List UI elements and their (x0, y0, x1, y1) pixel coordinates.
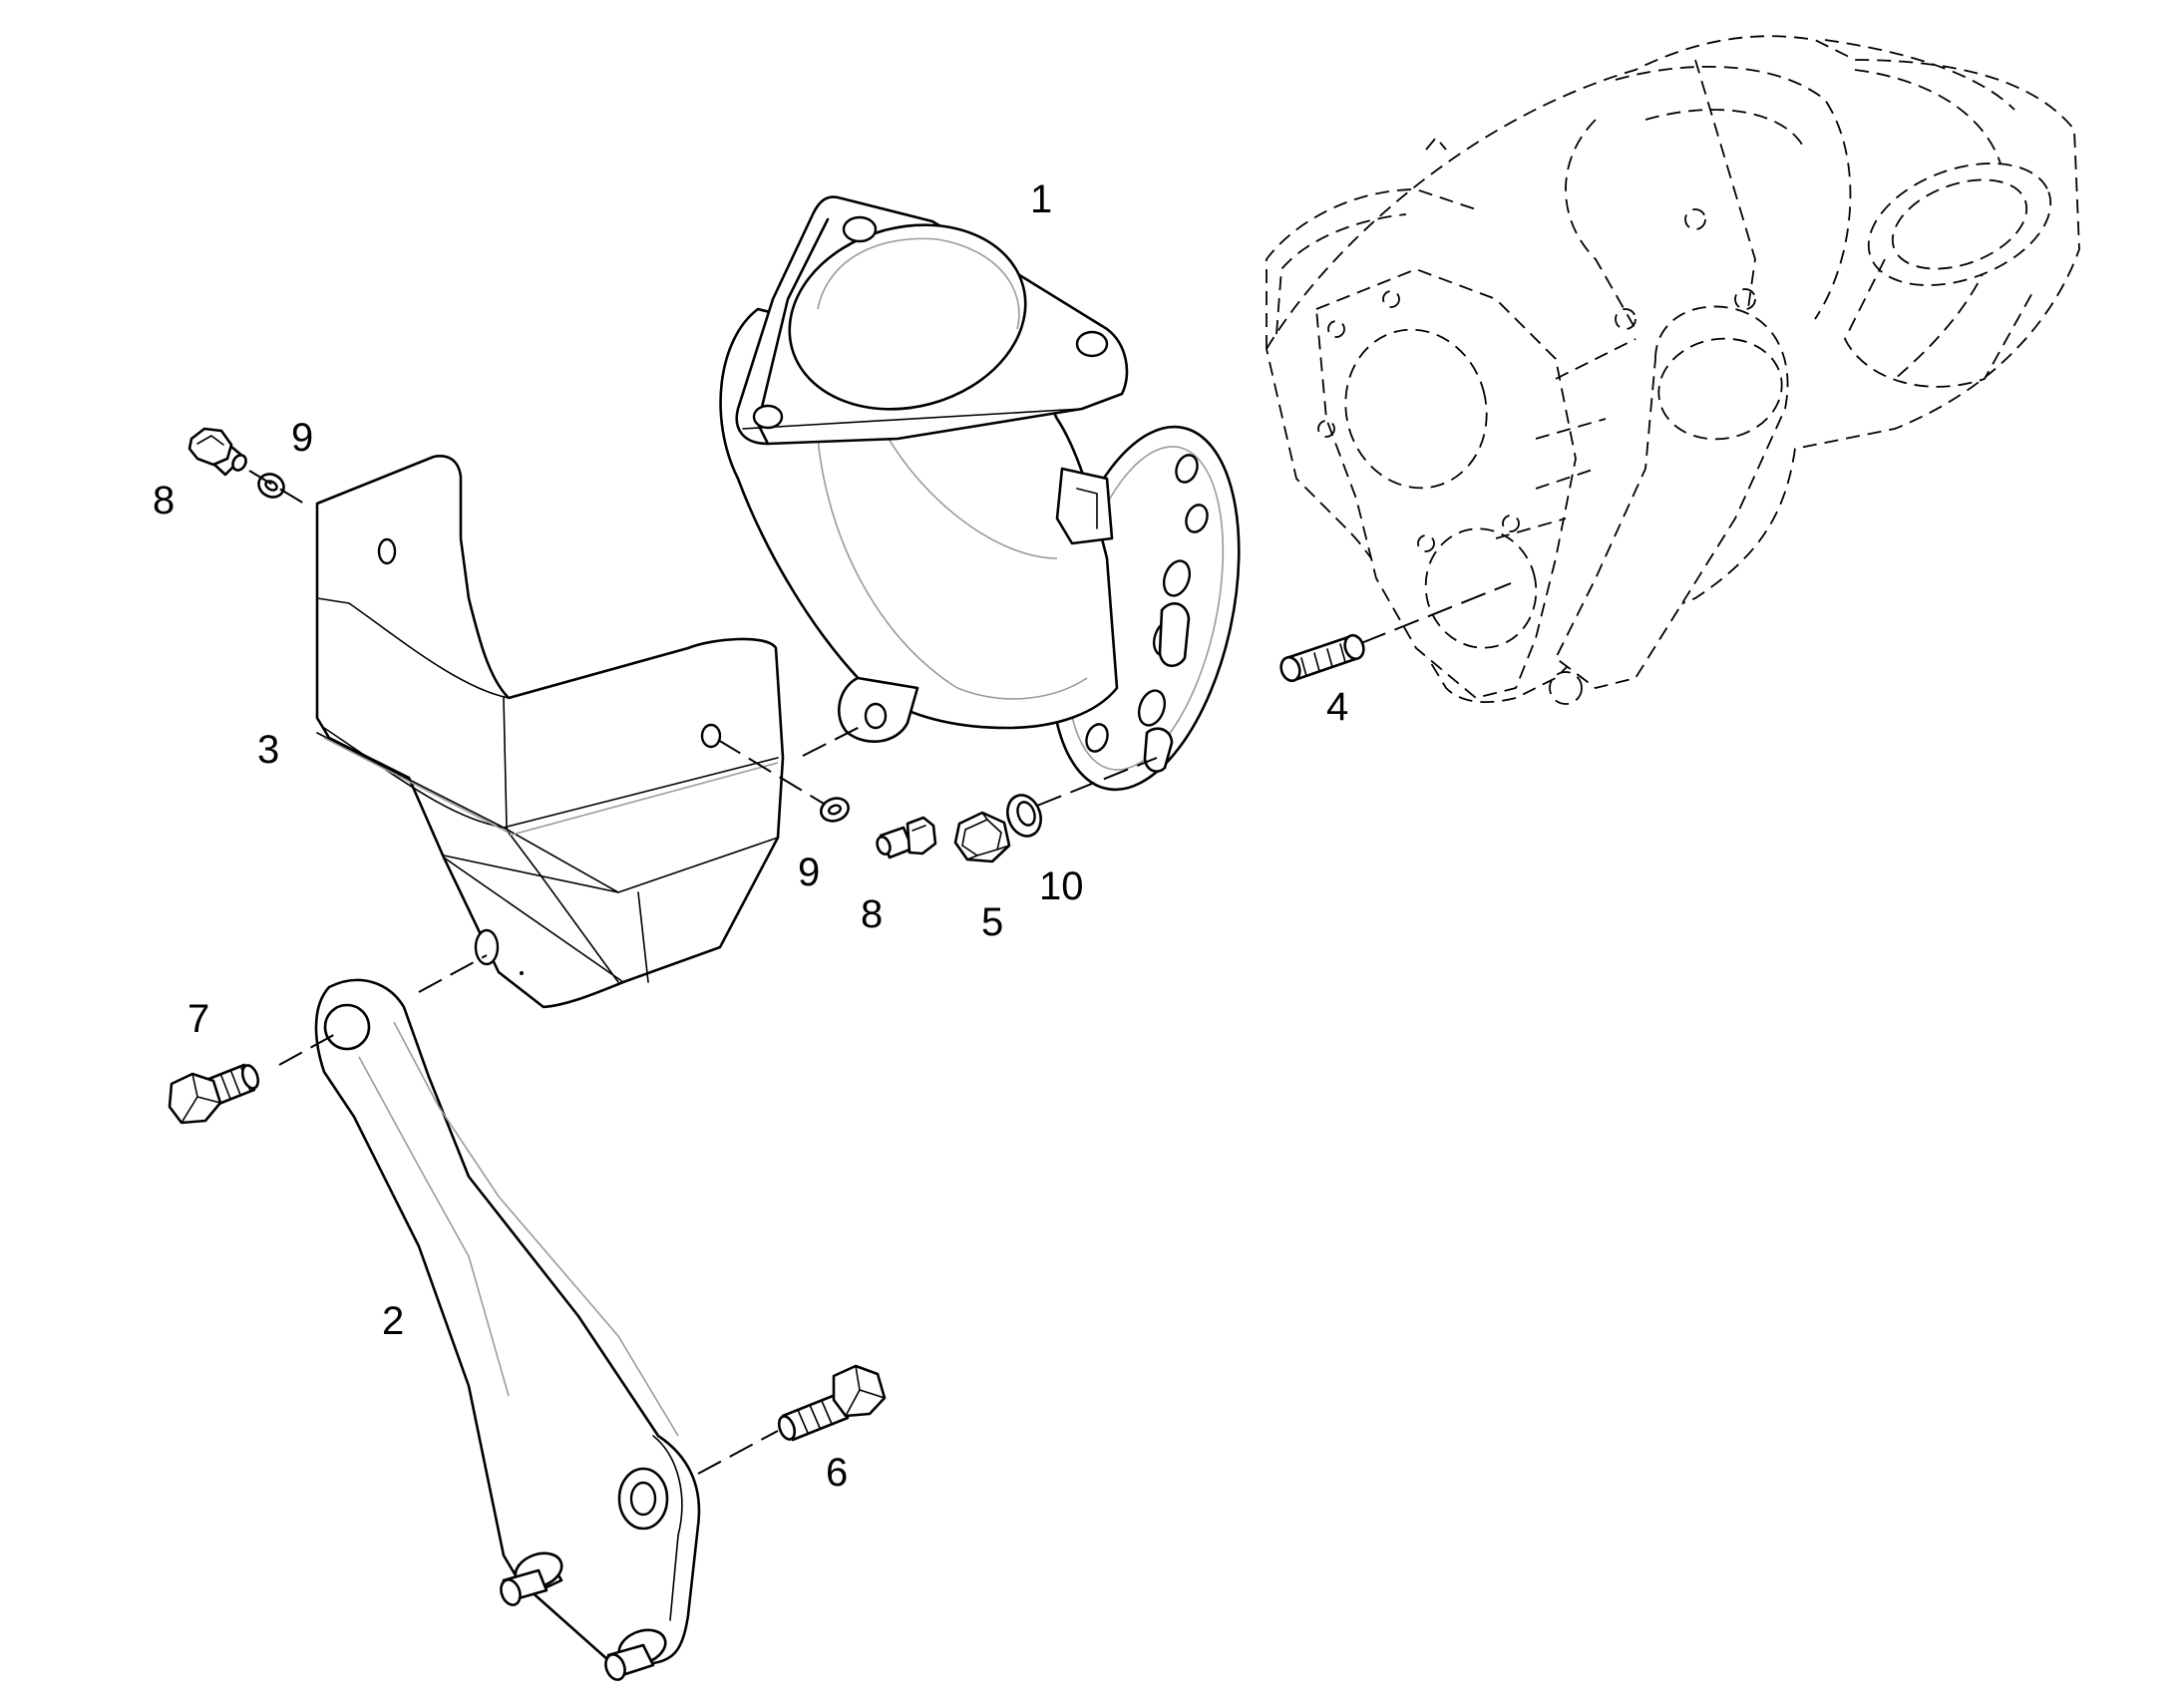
washer-part-9-lower (820, 797, 850, 823)
hex-nut-part-5 (953, 811, 1011, 863)
callout-9-upper: 9 (291, 416, 313, 460)
callout-8-upper: 8 (153, 479, 175, 522)
bolt-part-8-lower (876, 816, 937, 859)
callout-1: 1 (1030, 177, 1052, 221)
callout-4: 4 (1326, 685, 1348, 729)
callout-10: 10 (1039, 864, 1084, 908)
heat-shield-part (315, 455, 785, 1009)
washer-part-9-upper (257, 473, 285, 499)
callout-8-lower: 8 (861, 892, 883, 936)
bolt-part-7 (168, 1063, 260, 1125)
callout-labels: 1 2 3 4 5 6 7 8 8 9 9 10 (153, 177, 1348, 1495)
callout-7: 7 (187, 997, 209, 1041)
callout-9-lower: 9 (798, 851, 820, 894)
bolt-part-6 (777, 1364, 887, 1442)
bolt-part-8-upper (187, 427, 247, 477)
callout-6: 6 (826, 1451, 848, 1495)
turbocharger-reference (1266, 35, 2080, 705)
assembly-leader-lines (248, 470, 1512, 1475)
washer-part-10 (1006, 794, 1042, 838)
callout-3: 3 (257, 728, 279, 772)
callout-2: 2 (382, 1299, 404, 1343)
exhaust-elbow-part (719, 195, 1241, 792)
support-bracket-part (314, 978, 701, 1681)
callout-5: 5 (981, 900, 1003, 944)
stud-part-4 (1279, 633, 1365, 683)
